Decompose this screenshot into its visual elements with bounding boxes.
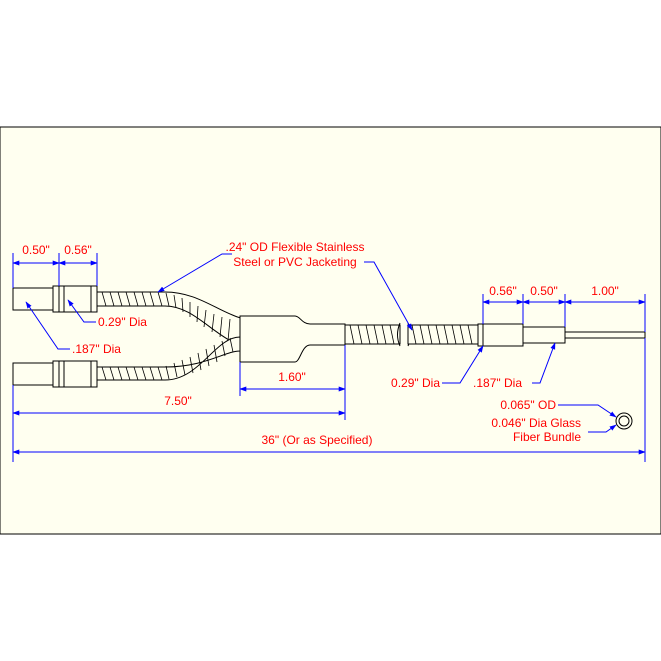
bundle-note-line2: Fiber Bundle [513, 430, 581, 444]
ferrule-length-a-label: 0.56" [64, 243, 92, 257]
upper-jacket-spiral [101, 291, 231, 342]
ferrule-length-b-label: 0.56" [489, 284, 517, 298]
fiber-length-b-label: 1.00" [591, 284, 619, 298]
leader-lines [25, 253, 617, 433]
bundle-note-line1: 0.046" Dia Glass [491, 416, 581, 430]
right-connector [477, 323, 566, 347]
jacket-note-line2: Steel or PVC Jacketing [233, 255, 356, 269]
lower-connector [12, 360, 98, 388]
bundle-od-label: 0.065" OD [500, 398, 556, 412]
right-jacket [407, 324, 479, 345]
bundle-end-view-inner [618, 415, 630, 427]
tip-dia-a-label: .187" Dia [72, 342, 121, 356]
tip-length-a-label: 0.50" [22, 243, 50, 257]
ferrule-dia-a-label: 0.29" Dia [98, 315, 147, 329]
fiber-bundle-end [564, 331, 646, 339]
ferrule-dia-b-label: 0.29" Dia [391, 376, 440, 390]
lower-jacket-spiral [101, 337, 234, 381]
jacket-note-line1: .24" OD Flexible Stainless [226, 240, 365, 254]
leg-length-label: 7.50" [164, 394, 192, 408]
breakout-length-label: 1.60" [278, 370, 306, 384]
break-line-left [397, 322, 401, 347]
overall-length-label: 36" (Or as Specified) [262, 433, 373, 447]
tip-length-b-label: 0.50" [530, 284, 558, 298]
dimension-lines [12, 253, 646, 462]
tip-dia-b-label: .187" Dia [473, 376, 522, 390]
common-jacket-spiral [349, 324, 395, 345]
upper-connector [12, 285, 98, 313]
right-jacket-spiral [411, 324, 473, 345]
